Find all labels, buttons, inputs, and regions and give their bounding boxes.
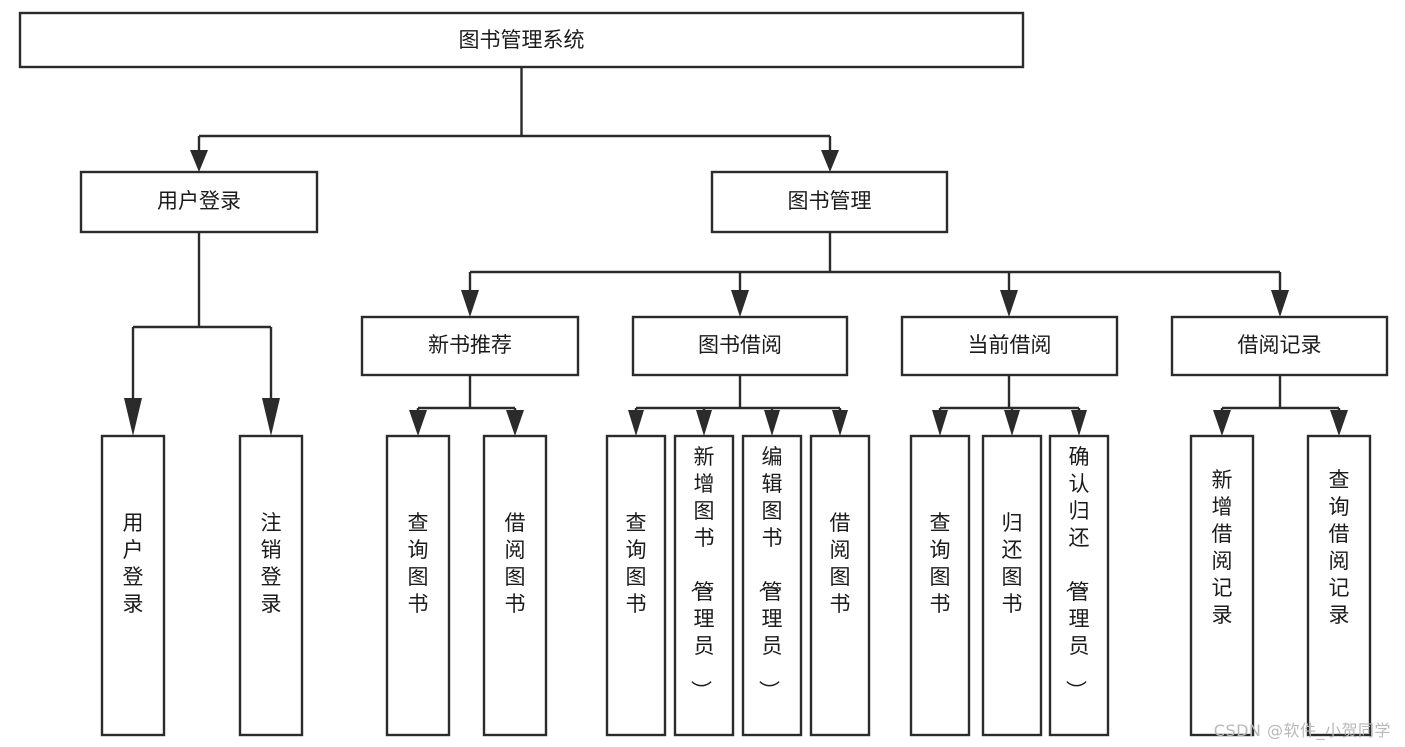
node-current-borrow-label: 当前借阅 — [968, 333, 1052, 357]
leaf-user-login[interactable]: 用户登录 — [100, 434, 166, 737]
leaf-return-book[interactable]: 归还图书 — [981, 434, 1043, 737]
arrow-head-leaf-query-record — [1330, 410, 1348, 436]
arrow-head-leaf-logout-login — [262, 398, 280, 436]
leaf-add-borrow-record-label: 新增借阅记录 — [1212, 468, 1233, 627]
leaf-query-book-borrow-label: 查询图书 — [626, 511, 647, 616]
arrow-head-leaf-user-login — [124, 398, 142, 436]
arrow-head-leaf-edit-book — [764, 410, 780, 436]
arrow-head-user-login — [190, 150, 208, 172]
node-user-login-label: 用户登录 — [157, 189, 241, 213]
leaf-borrow-book-borrow[interactable]: 借阅图书 — [809, 434, 871, 737]
leaf-query-borrow-record[interactable]: 查询借阅记录 — [1306, 434, 1372, 737]
leaf-query-book-borrow[interactable]: 查询图书 — [605, 434, 667, 737]
arrow-head-leaf-query-book-2 — [628, 410, 644, 436]
arrow-head-leaf-add-book — [696, 410, 712, 436]
arrow-head-leaf-borrow-book-2 — [832, 410, 848, 436]
leaf-borrow-book-new-rec-label: 借阅图书 — [505, 511, 526, 616]
node-new-book-recommend[interactable]: 新书推荐 — [360, 315, 580, 377]
leaf-confirm-return-admin[interactable]: 确认归还（管理员） — [1048, 434, 1110, 737]
leaf-confirm-return-admin-label: 确认归还（管理员） — [1064, 445, 1090, 701]
node-root-system-label: 图书管理系统 — [459, 28, 585, 52]
leaf-return-book-label: 归还图书 — [1002, 511, 1023, 616]
arrow-head-book-mgmt — [821, 150, 839, 172]
node-current-borrow[interactable]: 当前借阅 — [900, 315, 1119, 377]
arrow-head-leaf-add-record — [1213, 410, 1231, 436]
leaf-borrow-book-new-rec[interactable]: 借阅图书 — [482, 434, 548, 737]
arrow-head-new-book-rec — [461, 290, 479, 317]
leaf-logout-login-label: 注销登录 — [261, 511, 282, 616]
leaf-borrow-book-borrow-label: 借阅图书 — [830, 511, 851, 616]
arrow-head-leaf-borrow-book-1 — [506, 410, 524, 436]
arrow-head-borrow-record — [1271, 290, 1289, 317]
node-root-system[interactable]: 图书管理系统 — [18, 11, 1025, 69]
node-book-management-label: 图书管理 — [788, 189, 872, 213]
leaf-add-book-admin-label: 新增图书（管理员） — [689, 445, 715, 701]
csdn-watermark: CSDN @软件_小贺同学 — [1213, 721, 1391, 740]
leaf-query-book-current-label: 查询图书 — [930, 511, 951, 616]
leaf-query-book-current[interactable]: 查询图书 — [909, 434, 971, 737]
leaf-add-book-admin[interactable]: 新增图书（管理员） — [673, 434, 735, 737]
arrow-head-leaf-return-book — [1004, 410, 1020, 436]
node-user-login[interactable]: 用户登录 — [79, 170, 319, 234]
arrow-head-book-borrow — [731, 290, 749, 317]
leaf-edit-book-admin[interactable]: 编辑图书（管理员） — [741, 434, 803, 737]
leaf-logout-login[interactable]: 注销登录 — [238, 434, 304, 737]
connector-layer — [124, 67, 1348, 436]
leaf-edit-book-admin-label: 编辑图书（管理员） — [757, 445, 783, 701]
leaf-user-login-label: 用户登录 — [123, 511, 144, 616]
arrow-head-leaf-query-book-1 — [409, 410, 427, 436]
leaf-query-book-new-rec-label: 查询图书 — [408, 511, 429, 616]
node-borrow-record-label: 借阅记录 — [1238, 333, 1322, 357]
node-book-borrow[interactable]: 图书借阅 — [631, 315, 849, 377]
leaf-query-book-new-rec[interactable]: 查询图书 — [385, 434, 451, 737]
arrow-head-leaf-confirm-return — [1071, 410, 1087, 436]
arrow-head-leaf-query-book-3 — [932, 410, 948, 436]
node-new-book-recommend-label: 新书推荐 — [428, 333, 512, 357]
leaf-add-borrow-record[interactable]: 新增借阅记录 — [1189, 434, 1255, 737]
arrow-head-current-borrow — [1000, 290, 1018, 317]
node-borrow-record[interactable]: 借阅记录 — [1170, 315, 1389, 377]
node-book-management[interactable]: 图书管理 — [710, 170, 949, 234]
leaf-query-borrow-record-label: 查询借阅记录 — [1329, 468, 1350, 627]
node-book-borrow-label: 图书借阅 — [698, 333, 782, 357]
